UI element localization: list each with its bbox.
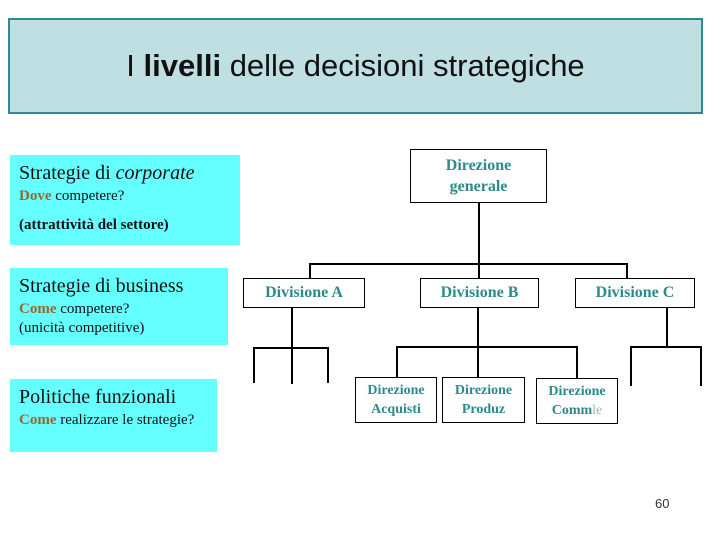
corporate-note: (attrattività del settore) — [19, 217, 169, 233]
production-line1: Direzione — [454, 383, 513, 398]
business-question: Come competere? — [19, 300, 218, 319]
corporate-heading-italic: corporate — [115, 162, 195, 184]
org-box-general-management: Direzione generale — [410, 149, 547, 203]
corporate-question-rest: competere? — [51, 188, 125, 204]
connector-line — [478, 203, 480, 264]
connector-line — [291, 308, 293, 384]
connector-line — [626, 263, 628, 279]
org-box-division-a: Divisione A — [243, 278, 365, 308]
connector-line — [477, 308, 479, 348]
connector-line — [253, 347, 329, 349]
corporate-heading-prefix: Strategie di — [19, 162, 116, 184]
page-title: I livelli delle decisioni strategiche — [126, 48, 584, 84]
functional-question: Come realizzare le strategie? — [19, 411, 207, 430]
org-box-division-b: Divisione B — [420, 278, 539, 308]
general-management-line1: Direzione — [445, 157, 512, 174]
commercial-line2-bold: Comm — [551, 403, 593, 418]
level-box-corporate: Strategie di corporate Dove competere? (… — [10, 155, 240, 245]
connector-line — [253, 347, 255, 383]
connector-line — [630, 346, 632, 386]
title-bold-word: livelli — [143, 48, 222, 83]
title-prefix: I — [126, 48, 144, 83]
functional-question-rest: realizzare le strategie? — [56, 412, 195, 428]
org-box-division-c: Divisione C — [575, 278, 695, 308]
org-box-commercial: Direzione Commle — [536, 378, 618, 424]
corporate-heading: Strategie di corporate — [19, 161, 230, 186]
page-number: 60 — [655, 496, 670, 511]
functional-heading: Politiche funzionali — [19, 386, 177, 408]
org-box-production: Direzione Produz — [442, 377, 525, 423]
commercial-line2-light: le — [592, 403, 603, 418]
general-management-line2: generale — [449, 178, 508, 195]
connector-line — [666, 308, 668, 348]
functional-question-lead: Come — [19, 412, 57, 428]
title-box: I livelli delle decisioni strategiche — [8, 18, 703, 114]
connector-line — [478, 263, 480, 279]
connector-line — [396, 346, 578, 348]
level-box-business: Strategie di business Come competere? (u… — [10, 268, 228, 345]
connector-line — [309, 263, 311, 279]
connector-line — [576, 346, 578, 378]
business-note: (unicità competitive) — [19, 320, 145, 336]
business-question-rest: competere? — [56, 301, 130, 317]
connector-line — [327, 347, 329, 383]
business-question-lead: Come — [19, 301, 57, 317]
connector-line — [630, 346, 702, 348]
connector-line — [700, 346, 702, 386]
connector-line — [396, 346, 398, 377]
production-line2: Produz — [461, 402, 506, 417]
commercial-line2: Commle — [552, 401, 603, 420]
connector-line — [477, 346, 479, 377]
level-box-functional: Politiche funzionali Come realizzare le … — [10, 379, 217, 452]
purchasing-line1: Direzione — [367, 383, 425, 398]
corporate-question-lead: Dove — [19, 188, 52, 204]
business-heading: Strategie di business — [19, 275, 184, 297]
title-rest: delle decisioni strategiche — [221, 48, 585, 83]
org-box-purchasing: Direzione Acquisti — [355, 377, 437, 423]
commercial-line1: Direzione — [548, 384, 606, 399]
connector-line — [309, 263, 628, 265]
purchasing-line2: Acquisti — [371, 402, 421, 417]
corporate-question: Dove competere? — [19, 187, 230, 206]
